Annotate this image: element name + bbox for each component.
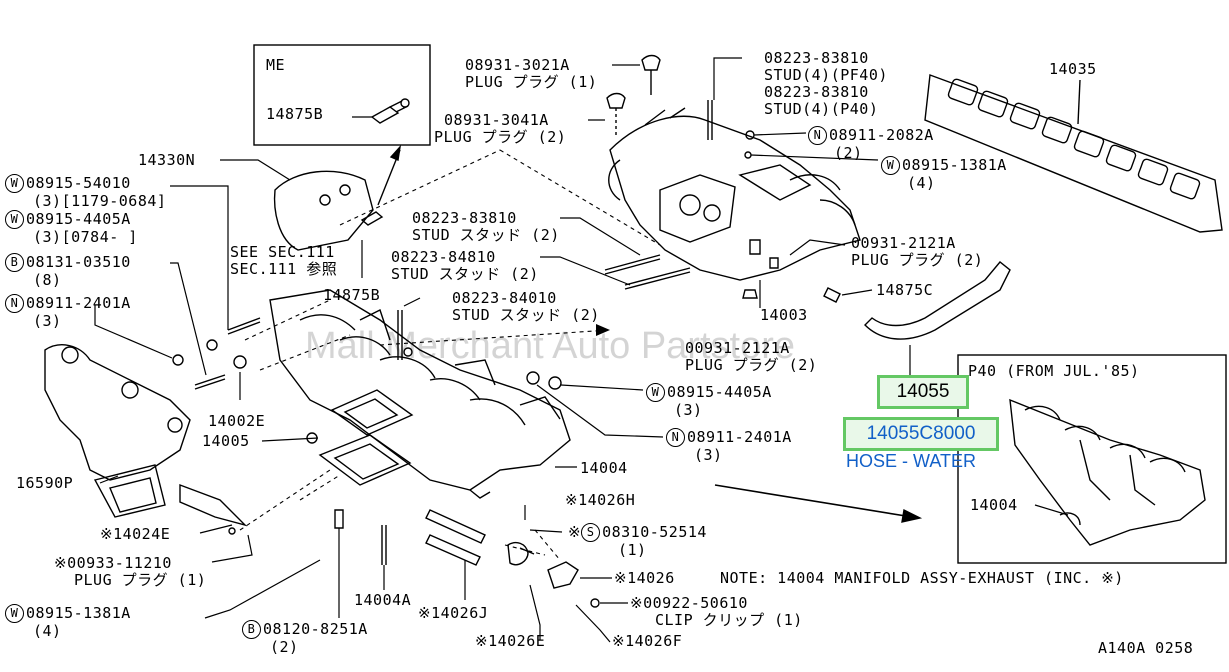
label-00933-11210[interactable]: ※00933-11210 PLUG プラグ (1) [54, 554, 207, 589]
label-00922-50610[interactable]: ※00922-50610 CLIP クリップ (1) [630, 594, 803, 629]
label-08223-83810-top[interactable]: 08223-83810 STUD(4)(PF40) 08223-83810 ST… [764, 49, 888, 118]
label-14002e[interactable]: 14002E [208, 412, 266, 430]
heat-shield-16590p-drawing [44, 344, 191, 518]
washer-left-drawing [206, 339, 218, 351]
label-14026j[interactable]: ※14026J [418, 604, 489, 622]
highlight-part-code[interactable]: 14055C8000 [843, 417, 999, 451]
label-00931-2121a-a[interactable]: 00931-2121A PLUG プラグ (2) [851, 234, 984, 269]
p40-inset-frame [957, 354, 1227, 564]
pipe-14026-drawing [547, 561, 579, 589]
label-08223-83810-mid[interactable]: 08223-83810 STUD スタッド (2) [412, 209, 560, 244]
sensor-14875b-drawing [370, 98, 410, 124]
label-08931-3021a[interactable]: 08931-3021A PLUG プラグ (1) [465, 56, 598, 91]
bolt-badge-icon: B [5, 253, 24, 272]
me-inset-part-14875b[interactable]: 14875B [266, 105, 324, 123]
label-14003[interactable]: 14003 [760, 306, 808, 324]
note-manifold-assy: NOTE: 14004 MANIFOLD ASSY-EXHAUST (INC. … [720, 569, 1124, 587]
label-08931-3041a[interactable]: 08931-3041A PLUG プラグ (2) [434, 111, 567, 146]
see-section-111[interactable]: SEE SEC.111 SEC.111 参照 [230, 243, 338, 278]
diagram-code: A140A 0258 [1098, 639, 1194, 657]
gasket-14035-drawing [924, 74, 1223, 233]
nut-badge-icon: N [808, 126, 827, 145]
label-14024e[interactable]: ※14024E [100, 525, 171, 543]
washer-badge-icon: W [5, 604, 24, 623]
me-inset-title: ME [266, 56, 286, 74]
highlight-part-name: HOSE - WATER [846, 451, 976, 471]
label-14035[interactable]: 14035 [1049, 60, 1097, 78]
nut-badge-icon: N [5, 294, 24, 313]
washer-badge-icon: W [5, 174, 24, 193]
label-14330n[interactable]: 14330N [138, 151, 196, 169]
pipe-14026j-drawing [425, 509, 486, 544]
watermark-text: Mall Merchant Auto Partstore [305, 325, 795, 367]
bolt-badge-icon: B [242, 620, 261, 639]
plug-08931-3021a-drawing [641, 54, 661, 71]
plug-08931-3041a-drawing [606, 92, 626, 109]
label-14004a[interactable]: 14004A [354, 591, 412, 609]
label-14004-main[interactable]: 14004 [580, 459, 628, 477]
p40-manifold-14004-drawing [1009, 398, 1206, 546]
p40-inset-part-14004[interactable]: 14004 [970, 496, 1018, 514]
washer-badge-icon: W [646, 383, 665, 402]
stud-08223-83810-mid-drawing [604, 254, 661, 271]
label-00931-2121a-b[interactable]: 00931-2121A PLUG プラグ (2) [685, 339, 818, 374]
label-14026f[interactable]: ※14026F [612, 632, 683, 650]
label-14875b-mid[interactable]: 14875B [323, 286, 381, 304]
label-14026h[interactable]: ※14026H [565, 491, 636, 509]
screw-badge-icon: S [581, 523, 601, 542]
p40-inset-title: P40 (FROM JUL.'85) [968, 362, 1140, 380]
label-16590p[interactable]: 16590P [16, 474, 74, 492]
label-14875c[interactable]: 14875C [876, 281, 934, 299]
hose-14055-drawing [864, 261, 1011, 340]
label-08223-84010[interactable]: 08223-84010 STUD スタッド (2) [452, 289, 600, 324]
label-14026e[interactable]: ※14026E [475, 632, 546, 650]
gasket-14005-drawing [330, 389, 414, 436]
label-14005[interactable]: 14005 [202, 432, 250, 450]
label-14026[interactable]: ※14026 [614, 569, 675, 587]
nut-badge-icon: N [666, 428, 685, 447]
washer-badge-icon: W [5, 210, 24, 229]
me-inset-frame [253, 44, 431, 146]
intake-manifold-drawing [608, 107, 861, 281]
cover-14330n-drawing [273, 170, 374, 251]
washer-badge-icon: W [881, 156, 900, 175]
highlight-part-14055[interactable]: 14055 [877, 375, 969, 409]
label-08223-84810[interactable]: 08223-84810 STUD スタッド (2) [391, 248, 539, 283]
